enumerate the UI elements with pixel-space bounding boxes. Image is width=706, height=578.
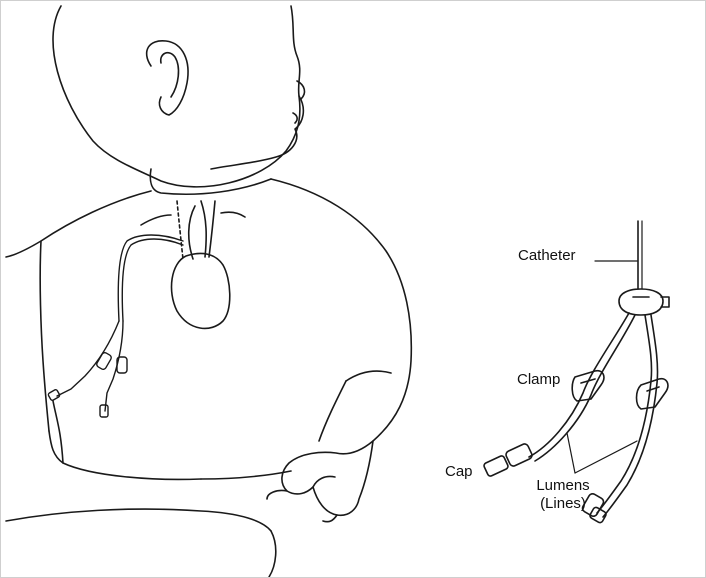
child-armpit xyxy=(346,371,391,381)
child-right-shoulder xyxy=(271,179,411,441)
heart xyxy=(141,201,245,328)
lumens-label: Lumens (Lines) xyxy=(523,477,603,513)
lumens-label-line2: (Lines) xyxy=(523,495,603,513)
child-finger-3 xyxy=(323,515,337,522)
child-catheter-branch-1 xyxy=(57,321,119,396)
clamp-label: Clamp xyxy=(517,371,560,389)
child-finger-1 xyxy=(267,490,287,499)
lumens-label-line1: Lumens xyxy=(523,477,603,495)
child-figure xyxy=(6,6,411,577)
child-lap-left xyxy=(6,509,271,531)
child-left-arm xyxy=(40,241,49,431)
child-neck xyxy=(150,169,271,194)
vessel-branch-2 xyxy=(221,212,245,217)
right-clamp xyxy=(637,379,668,409)
catheter-label: Catheter xyxy=(518,247,576,265)
child-mouth xyxy=(293,113,297,123)
lumens-leader-left xyxy=(567,433,575,473)
heart-outline xyxy=(171,253,229,328)
aorta xyxy=(189,206,195,259)
child-ear xyxy=(147,41,188,115)
child-clamp-1 xyxy=(96,352,113,371)
child-finger-2 xyxy=(313,476,335,487)
child-right-arm-inner xyxy=(319,381,346,441)
child-jaw xyxy=(211,96,303,169)
catheter-tube-on-child xyxy=(118,235,183,321)
vena-cava xyxy=(201,201,206,257)
right-clamp-inner xyxy=(647,387,659,391)
child-ear-inner xyxy=(161,53,179,97)
child-left-side xyxy=(49,431,201,479)
left-clamp xyxy=(572,371,604,401)
left-connector xyxy=(505,443,534,468)
cap-label: Cap xyxy=(445,463,473,481)
child-lower-body xyxy=(201,471,291,479)
catheter-tube-on-child-outer xyxy=(122,239,183,321)
child-catheter xyxy=(48,235,183,417)
right-lumen-outer xyxy=(597,315,652,513)
jugular-right xyxy=(209,201,215,257)
left-cap xyxy=(483,455,509,477)
catheter-hub xyxy=(619,289,663,315)
vessel-branch-1 xyxy=(141,215,171,225)
child-lap-curve xyxy=(269,531,276,577)
child-cap-2 xyxy=(100,405,108,417)
child-hand xyxy=(282,441,373,515)
child-catheter-branch-2 xyxy=(105,321,123,411)
jugular-left xyxy=(177,201,183,259)
